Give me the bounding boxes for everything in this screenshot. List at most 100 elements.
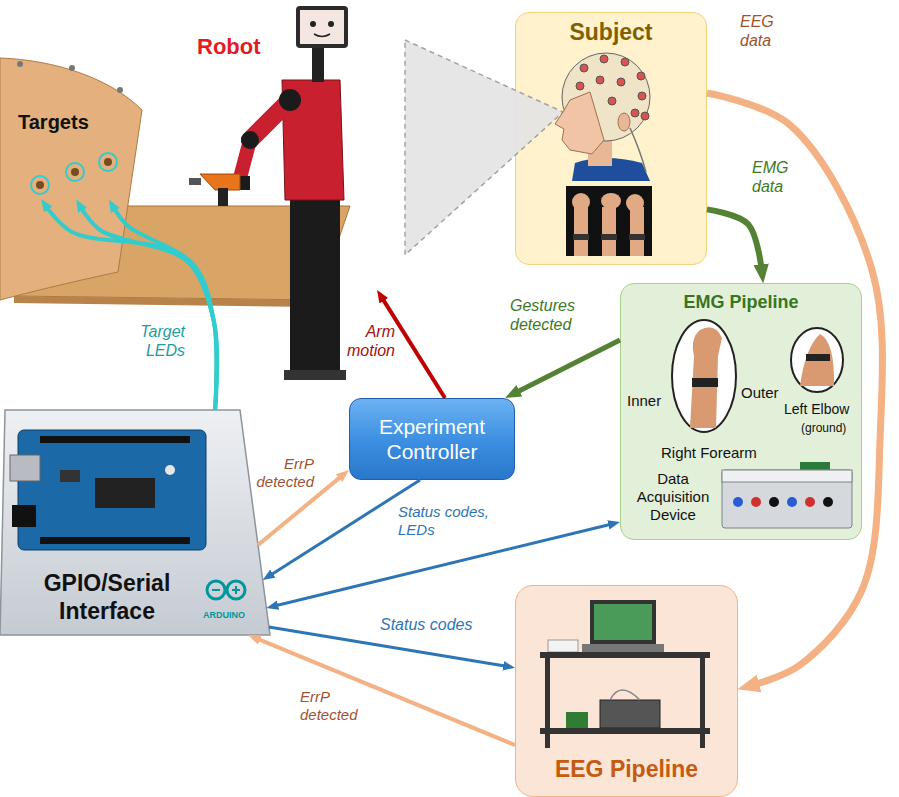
arduino-logo bbox=[232, 589, 240, 591]
placement-label: Right Forearm bbox=[661, 444, 757, 462]
arduino-logo bbox=[235, 586, 237, 594]
data-acquisition-device bbox=[722, 470, 852, 482]
gesture-photos bbox=[574, 207, 588, 256]
label-slot: Status codes bbox=[380, 615, 500, 634]
label-slot: Target LEDs bbox=[105, 322, 185, 360]
eeg-cart bbox=[540, 652, 710, 658]
subject-head bbox=[641, 112, 649, 120]
data-acquisition-device bbox=[722, 470, 852, 528]
gesture-photos bbox=[629, 234, 645, 240]
gpio-interface-box: GPIO/Serial Interface bbox=[0, 410, 270, 635]
label-slot: ARDUINO bbox=[203, 604, 245, 622]
label-slot: EEG data bbox=[740, 12, 785, 50]
text-slot: Outer bbox=[741, 384, 779, 402]
electrode-label: Inner bbox=[627, 392, 661, 410]
subject-head bbox=[596, 76, 604, 84]
robot-illustration bbox=[240, 140, 250, 178]
text-slot: GPIO/Serial Interface bbox=[14, 570, 200, 625]
elbow-electrode-photo bbox=[806, 354, 830, 361]
arduino-board bbox=[60, 470, 80, 482]
robot-illustration bbox=[200, 174, 240, 190]
gesture-photos bbox=[573, 234, 589, 240]
text-slot: Robot bbox=[197, 34, 261, 60]
subject-head bbox=[617, 78, 625, 86]
subject-head bbox=[576, 82, 584, 90]
data-acquisition-device bbox=[769, 497, 779, 507]
gesture-photos bbox=[572, 193, 590, 211]
robot-illustration bbox=[250, 100, 290, 140]
edge-label: Status codes, LEDs bbox=[398, 503, 508, 539]
arduino-board bbox=[95, 478, 155, 508]
emg-pipeline-box: EMG PipelineInnerOuterRight ForearmLeft … bbox=[620, 283, 862, 540]
eeg-cart bbox=[566, 712, 588, 728]
edge-label: ErrP detected bbox=[250, 455, 314, 491]
gesture-photos bbox=[566, 186, 652, 256]
robot-illustration bbox=[228, 176, 250, 190]
robot-illustration bbox=[282, 80, 344, 200]
data-acquisition-device bbox=[823, 497, 833, 507]
arduino-board bbox=[165, 465, 175, 475]
arduino-logo bbox=[227, 581, 245, 599]
work-table bbox=[14, 206, 350, 307]
subject-head bbox=[637, 72, 645, 80]
arduino-board bbox=[10, 455, 40, 481]
subject-head bbox=[562, 53, 650, 141]
text-slot: EMG Pipeline bbox=[629, 292, 853, 314]
target-panel bbox=[69, 65, 75, 71]
connector-arrow bbox=[255, 638, 515, 745]
gaze-cone bbox=[405, 40, 563, 255]
arduino-board bbox=[18, 430, 206, 550]
work-table bbox=[14, 206, 350, 300]
target-panel bbox=[71, 168, 79, 176]
gaze-cone bbox=[405, 40, 563, 255]
gesture-photos bbox=[602, 207, 616, 256]
robot-node: Robot bbox=[185, 28, 377, 380]
data-acquisition-device bbox=[800, 462, 830, 470]
target-panel bbox=[66, 163, 84, 181]
logo-wordmark: ARDUINO bbox=[203, 610, 245, 621]
edge-label: Target LEDs bbox=[105, 322, 185, 360]
subject-head bbox=[638, 92, 646, 100]
robot-illustration bbox=[312, 46, 324, 82]
subject-head bbox=[600, 55, 608, 63]
target-panel bbox=[99, 153, 117, 171]
gesture-photos bbox=[630, 207, 644, 256]
arduino-board bbox=[12, 505, 36, 527]
elbow-electrode-photo bbox=[800, 334, 834, 386]
arduino-board bbox=[10, 430, 206, 550]
text-slot: EEG Pipeline bbox=[524, 756, 729, 784]
forearm-electrode-photo bbox=[672, 320, 736, 432]
text-slot: (ground) bbox=[801, 418, 846, 436]
label-slot: Gestures detected bbox=[510, 296, 590, 334]
edge-label: ErrP detected bbox=[300, 688, 375, 724]
gesture-photos bbox=[566, 186, 652, 256]
eeg-cart bbox=[600, 700, 660, 728]
gesture-photos bbox=[601, 234, 617, 240]
label-slot: Status codes, LEDs bbox=[398, 503, 508, 539]
device-label: Data Acquisition Device bbox=[627, 470, 719, 524]
robot-illustration bbox=[300, 10, 344, 44]
text-slot: Inner bbox=[627, 392, 661, 410]
subject-head bbox=[588, 140, 612, 166]
robot-illustration bbox=[189, 178, 201, 185]
targets-node: Targets bbox=[10, 108, 130, 200]
connector-arrow bbox=[707, 209, 762, 272]
text-slot: Targets bbox=[18, 110, 89, 134]
arduino-board bbox=[40, 537, 190, 544]
edge-label: Arm motion bbox=[333, 322, 395, 360]
node-title: EMG Pipeline bbox=[683, 292, 798, 314]
eeg-cart bbox=[582, 644, 664, 652]
interface-outline bbox=[0, 410, 270, 635]
target-panel bbox=[104, 158, 112, 166]
eeg-cart bbox=[700, 652, 705, 748]
text-slot: Subject bbox=[524, 19, 698, 47]
forearm-electrode-photo bbox=[690, 327, 722, 428]
arduino-board bbox=[40, 436, 190, 443]
eeg-cart bbox=[540, 600, 710, 748]
work-table bbox=[14, 296, 318, 307]
robot-illustration bbox=[290, 190, 340, 372]
target-panel bbox=[117, 87, 123, 93]
target-panel bbox=[36, 181, 44, 189]
controller-box: Experiment Controller bbox=[349, 398, 515, 480]
data-acquisition-device bbox=[722, 462, 852, 528]
